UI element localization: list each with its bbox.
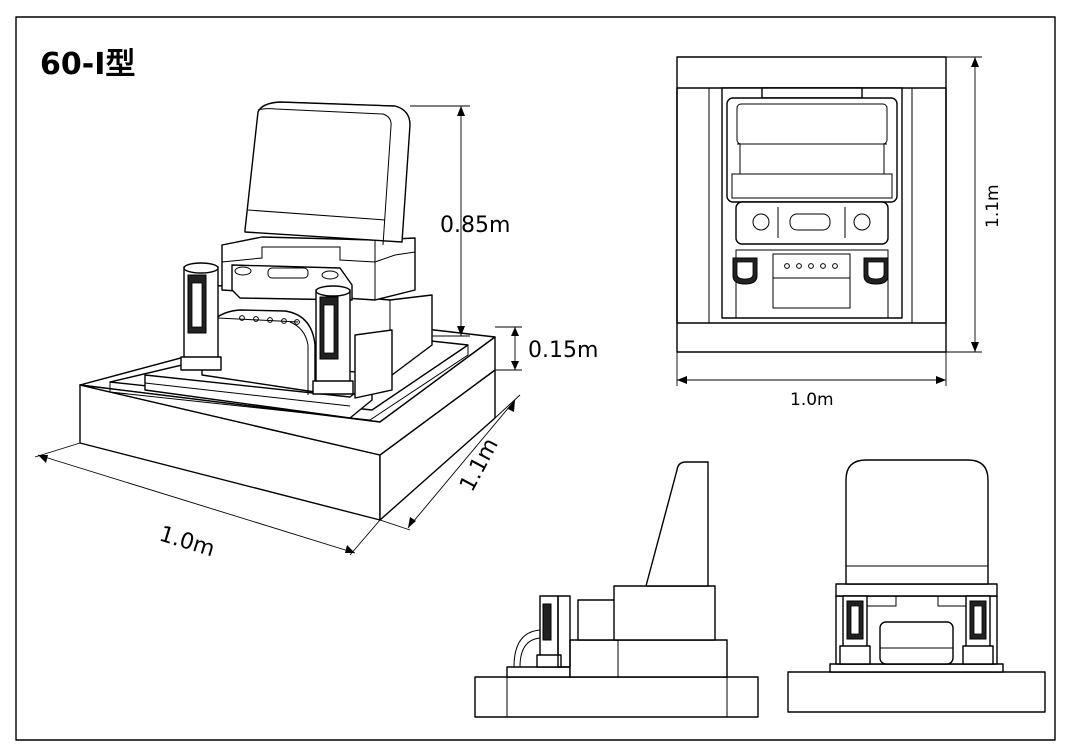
iso-vase-left [180,262,222,371]
side-main-stone [645,461,709,587]
label-height-stone: 0.85m [440,213,510,238]
dim-height-stone: 0.85m [410,105,510,337]
plan-view: 1.0m 1.1m [676,56,1003,410]
label-height-base: 0.15m [528,338,598,363]
dim-height-base: 0.15m [495,326,598,371]
side-view [474,461,759,718]
side-base [474,676,759,718]
label-width-plan: 1.0m [790,390,834,410]
sheet-border [15,16,1056,741]
label-width-iso: 1.0m [156,522,217,562]
drawing-title: 60-Ⅰ型 [40,47,135,82]
iso-step [144,374,373,419]
front-view [787,459,1046,713]
front-base [787,671,1046,713]
label-depth-plan: 1.1m [983,184,1003,228]
iso-mid-side [354,329,393,399]
front-main-stone [845,459,989,585]
iso-main-stone [244,101,411,243]
iso-vase-right [312,285,354,395]
isometric-view: 0.85m 0.15m 1.0m 1.1m [34,101,598,562]
